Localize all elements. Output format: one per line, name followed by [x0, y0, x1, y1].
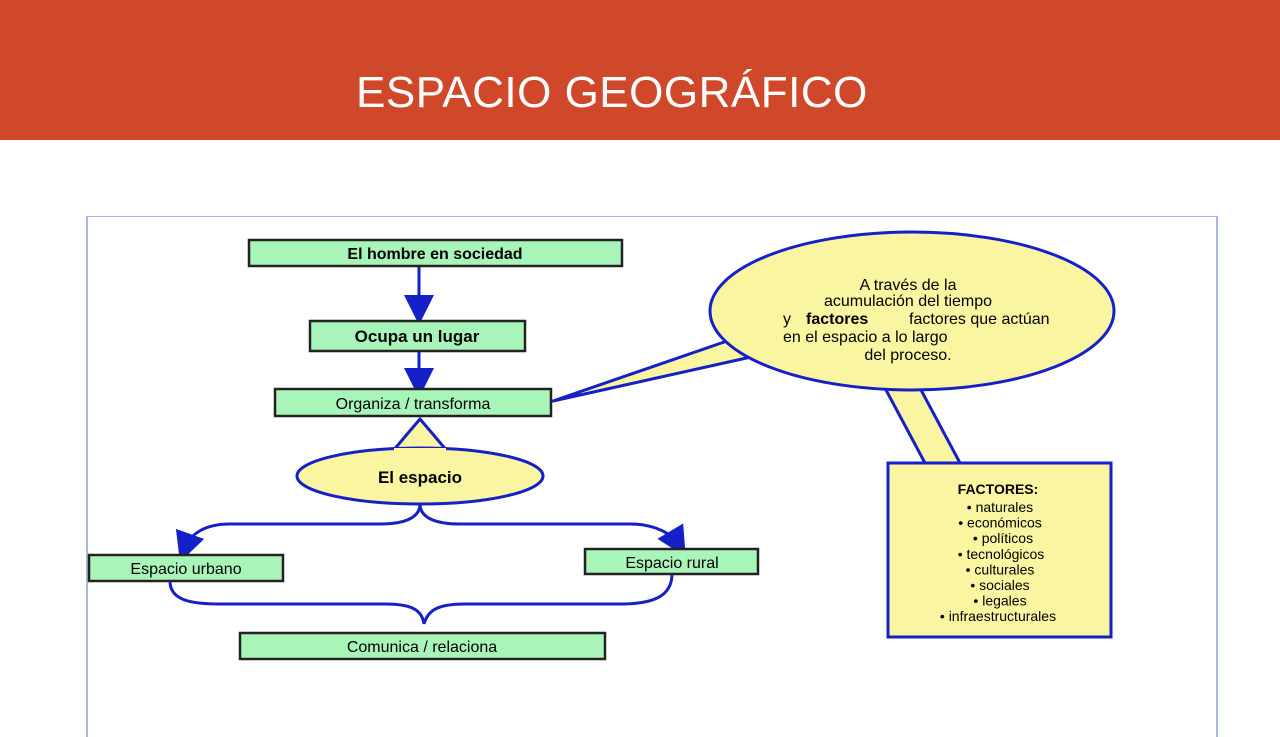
callout-tail-left	[551, 338, 762, 403]
node-ocupa-label: Ocupa un lugar	[355, 327, 480, 346]
node-hombre-en-sociedad: El hombre en sociedad	[247, 238, 624, 268]
factores-box: FACTORES: • naturales• económicos• polít…	[886, 461, 1113, 639]
node-rural-label: Espacio rural	[625, 555, 718, 572]
node-el-espacio: El espacio	[295, 417, 545, 506]
factor-item: • tecnológicos	[958, 546, 1045, 562]
brace-to-urbano	[175, 503, 422, 563]
node-espacio-rural: Espacio rural	[583, 547, 760, 576]
factor-item: • culturales	[966, 561, 1035, 577]
node-espacio-urbano: Espacio urbano	[87, 553, 285, 583]
node-comunica-relaciona: Comunica / relaciona	[238, 631, 607, 661]
callout-ellipse	[708, 230, 1116, 392]
callout-line-4: en el espacio a lo largo	[783, 329, 948, 346]
brace-from-rural	[422, 573, 674, 625]
callout-bubble: A través de la acumulación del tiempo y …	[551, 230, 1116, 465]
node-espacio-label: El espacio	[378, 468, 462, 487]
factor-item: • económicos	[958, 515, 1042, 531]
callout-line-2: acumulación del tiempo	[824, 293, 992, 310]
callout-bold-word: factores	[806, 311, 868, 328]
node-comunica-label: Comunica / relaciona	[347, 639, 497, 656]
slide-title: ESPACIO GEOGRÁFICO	[356, 68, 868, 117]
brace-from-urbano	[168, 580, 426, 625]
callout-line-1: A través de la	[860, 277, 957, 294]
node-organiza-transforma: Organiza / transforma	[273, 387, 553, 418]
factor-item: • políticos	[973, 530, 1033, 546]
callout-line-3: factores que actúan	[909, 311, 1050, 328]
factor-item: • legales	[973, 593, 1026, 609]
factores-title: FACTORES:	[958, 481, 1039, 497]
factor-item: • sociales	[970, 577, 1029, 593]
callout-line-3-prefix: y	[783, 311, 791, 328]
callout-line-5: del proceso.	[864, 347, 951, 364]
node-hombre-label: El hombre en sociedad	[347, 246, 522, 263]
slide-header: ESPACIO GEOGRÁFICO	[0, 0, 1280, 140]
factores-list: • naturales• económicos• políticos• tecn…	[940, 499, 1056, 624]
factor-item: • infraestructurales	[940, 608, 1056, 624]
node-urbano-label: Espacio urbano	[130, 561, 241, 578]
node-organiza-label: Organiza / transforma	[336, 396, 491, 413]
factor-item: • naturales	[967, 499, 1033, 515]
brace-to-rural	[418, 503, 686, 557]
node-ocupa-un-lugar: Ocupa un lugar	[308, 319, 527, 353]
concept-diagram: A través de la acumulación del tiempo y …	[87, 230, 1116, 661]
